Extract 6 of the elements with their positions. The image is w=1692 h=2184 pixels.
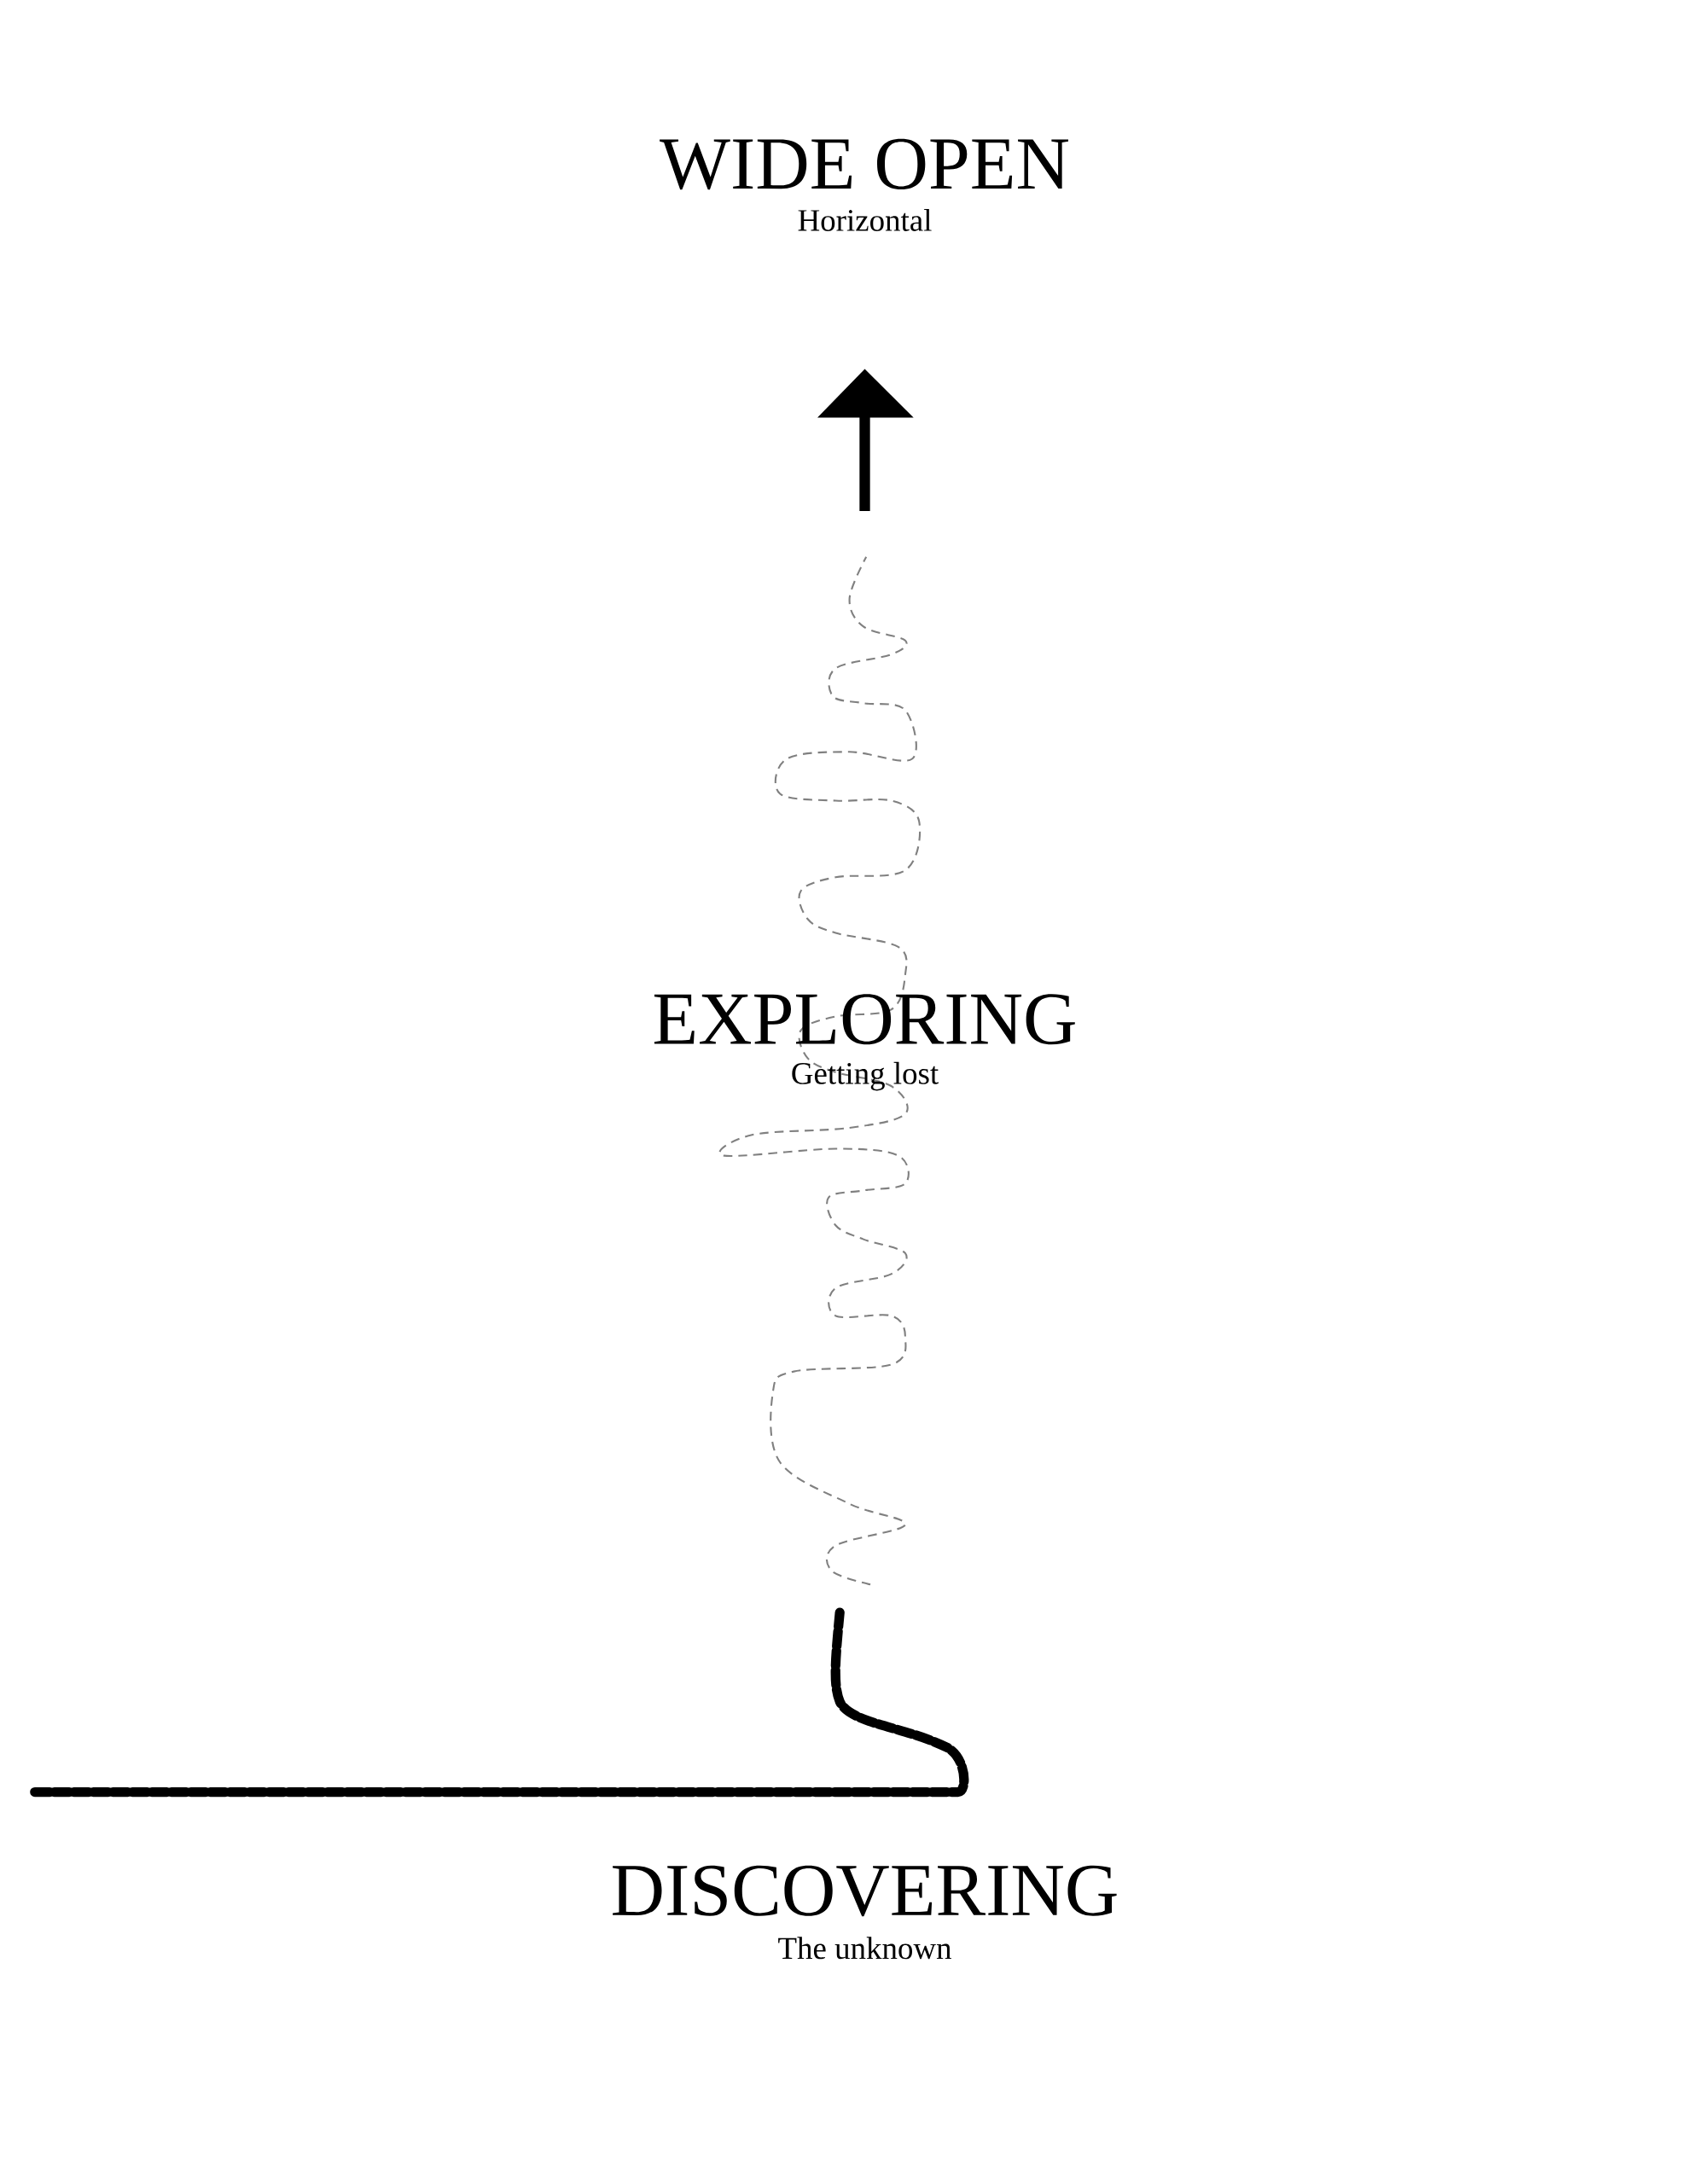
subtitle: Getting lost xyxy=(792,1061,939,1091)
heading: WIDE OPEN xyxy=(660,138,1068,190)
subtitle: The unknown xyxy=(778,1937,951,1960)
subtitle: Horizontal xyxy=(798,208,932,231)
heading: EXPLORING xyxy=(654,994,1075,1045)
heading: DISCOVERING xyxy=(613,1865,1117,1917)
